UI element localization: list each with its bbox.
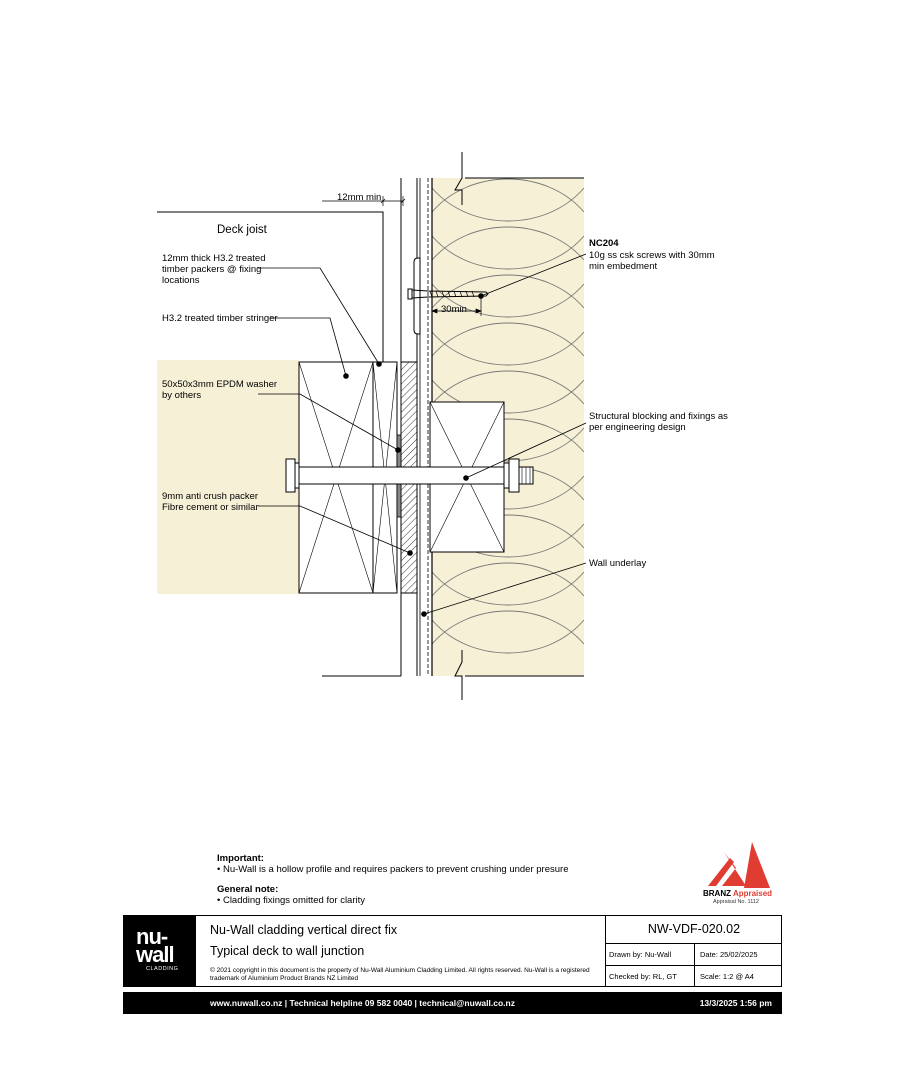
dimension-12mm bbox=[322, 196, 406, 206]
label-blocking-1: Structural blocking and fixings as bbox=[589, 411, 728, 422]
title-block: nu- wall CLADDING Nu-Wall cladding verti… bbox=[123, 915, 782, 987]
drawing-notes: Important: • Nu-Wall is a hollow profile… bbox=[217, 853, 568, 906]
label-wall-underlay: Wall underlay bbox=[589, 558, 646, 569]
drawing-code: NW-VDF-020.02 bbox=[606, 916, 782, 944]
appraised-word: Appraised bbox=[732, 889, 773, 898]
label-deck-joist: Deck joist bbox=[217, 224, 268, 236]
break-line-bottom bbox=[454, 650, 463, 700]
label-washer-1: 50x50x3mm EPDM washer bbox=[162, 379, 277, 390]
wall-insulation bbox=[431, 177, 584, 677]
construction-detail-drawing: 30min 12mm min Deck joist bbox=[157, 152, 728, 700]
title-block-main: Nu-Wall cladding vertical direct fix Typ… bbox=[195, 916, 606, 986]
title-block-details: NW-VDF-020.02 Drawn by: Nu-Wall Date: 25… bbox=[605, 916, 782, 987]
branz-logo-icon bbox=[708, 842, 770, 888]
drawing-date: Date: 25/02/2025 bbox=[700, 950, 758, 959]
footer-contacts: www.nuwall.co.nz | Technical helpline 09… bbox=[210, 998, 515, 1008]
branz-appraised-text: BRANZ Appraised bbox=[703, 889, 772, 898]
logo-line-1: nu- bbox=[136, 924, 168, 949]
label-packers-2: timber packers @ fixing bbox=[162, 264, 261, 275]
deck-joist-outline bbox=[157, 211, 384, 362]
drawing-title: Nu-Wall cladding vertical direct fix bbox=[210, 923, 398, 937]
label-blocking-2: per engineering design bbox=[589, 422, 686, 433]
label-nc204-desc-2: min embedment bbox=[589, 261, 657, 272]
label-12mm-min: 12mm min bbox=[337, 192, 381, 203]
label-anti-crush-1: 9mm anti crush packer bbox=[162, 491, 258, 502]
label-30min: 30min bbox=[441, 304, 467, 315]
footer-bar: www.nuwall.co.nz | Technical helpline 09… bbox=[123, 992, 782, 1014]
logo-line-2: wall bbox=[136, 942, 175, 967]
leader-lines bbox=[258, 253, 587, 615]
break-line-top bbox=[454, 152, 463, 205]
label-packers-3: locations bbox=[162, 275, 200, 286]
label-washer-2: by others bbox=[162, 390, 201, 401]
deck-background bbox=[157, 360, 299, 594]
label-nc204-code: NC204 bbox=[589, 238, 619, 249]
label-stringer: H3.2 treated timber stringer bbox=[162, 313, 278, 324]
logo-line-3: CLADDING bbox=[146, 966, 179, 972]
copyright-notice: © 2021 copyright in this document is the… bbox=[210, 967, 590, 982]
dimension-30min bbox=[431, 298, 482, 316]
footer-timestamp: 13/3/2025 1:56 pm bbox=[699, 998, 772, 1008]
branz-word: BRANZ bbox=[703, 889, 731, 898]
important-heading: Important: bbox=[217, 853, 264, 864]
drawing-subtitle: Typical deck to wall junction bbox=[210, 944, 365, 958]
general-note-heading: General note: bbox=[217, 884, 279, 895]
branz-appraisal-number: Appraisal No. 1112 bbox=[713, 899, 759, 905]
label-packers-1: 12mm thick H3.2 treated bbox=[162, 253, 266, 264]
general-note-text: • Cladding fixings omitted for clarity bbox=[217, 895, 365, 906]
important-text: • Nu-Wall is a hollow profile and requir… bbox=[217, 864, 569, 875]
cladding-clip bbox=[413, 257, 421, 335]
drawing-scale: Scale: 1:2 @ A4 bbox=[700, 972, 754, 981]
label-nc204-desc-1: 10g ss csk screws with 30mm bbox=[589, 250, 715, 261]
leader-dots bbox=[343, 293, 484, 617]
label-anti-crush-2: Fibre cement or similar bbox=[162, 502, 259, 513]
checked-by: Checked by: RL, GT bbox=[606, 966, 695, 987]
nuwall-logo: nu- wall CLADDING bbox=[124, 916, 195, 986]
drawn-by: Drawn by: Nu-Wall bbox=[606, 944, 695, 965]
nc204-screw bbox=[407, 288, 489, 300]
through-bolt bbox=[285, 458, 534, 493]
